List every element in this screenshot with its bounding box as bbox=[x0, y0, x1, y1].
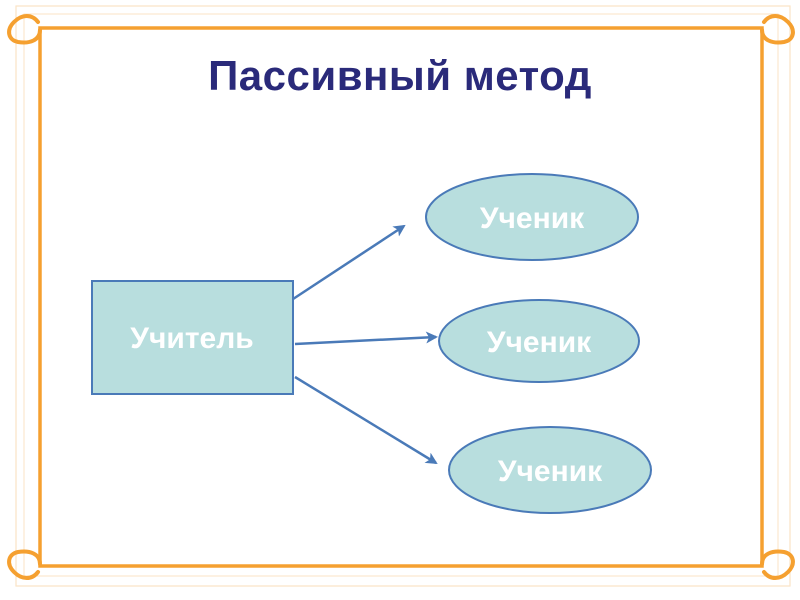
frame-corner-curl bbox=[760, 14, 795, 45]
teacher-box bbox=[91, 280, 294, 395]
student-label: Ученик bbox=[498, 455, 603, 488]
frame-corner-curl bbox=[7, 549, 42, 580]
student-label: Ученик bbox=[487, 326, 592, 359]
arrows bbox=[286, 224, 438, 465]
teacher-label: Учитель bbox=[130, 322, 253, 355]
student-node: Ученик bbox=[438, 299, 640, 383]
slide-frame bbox=[7, 5, 795, 587]
frame-inner-border bbox=[38, 26, 764, 568]
arrow-to-student-3 bbox=[294, 375, 438, 465]
student-ellipse bbox=[448, 426, 652, 514]
teacher-node: Учитель bbox=[91, 280, 294, 395]
slide-title: Пассивный метод bbox=[208, 52, 592, 99]
student-label: Ученик bbox=[480, 202, 585, 235]
student-node: Ученик bbox=[448, 426, 652, 514]
student-node: Ученик bbox=[425, 173, 639, 261]
frame-corner-curl bbox=[760, 549, 795, 580]
arrow-to-student-2 bbox=[294, 331, 438, 346]
frame-corner-curl bbox=[7, 14, 42, 45]
arrow-to-student-1 bbox=[286, 224, 406, 305]
student-ellipse bbox=[438, 299, 640, 383]
student-ellipse bbox=[425, 173, 639, 261]
